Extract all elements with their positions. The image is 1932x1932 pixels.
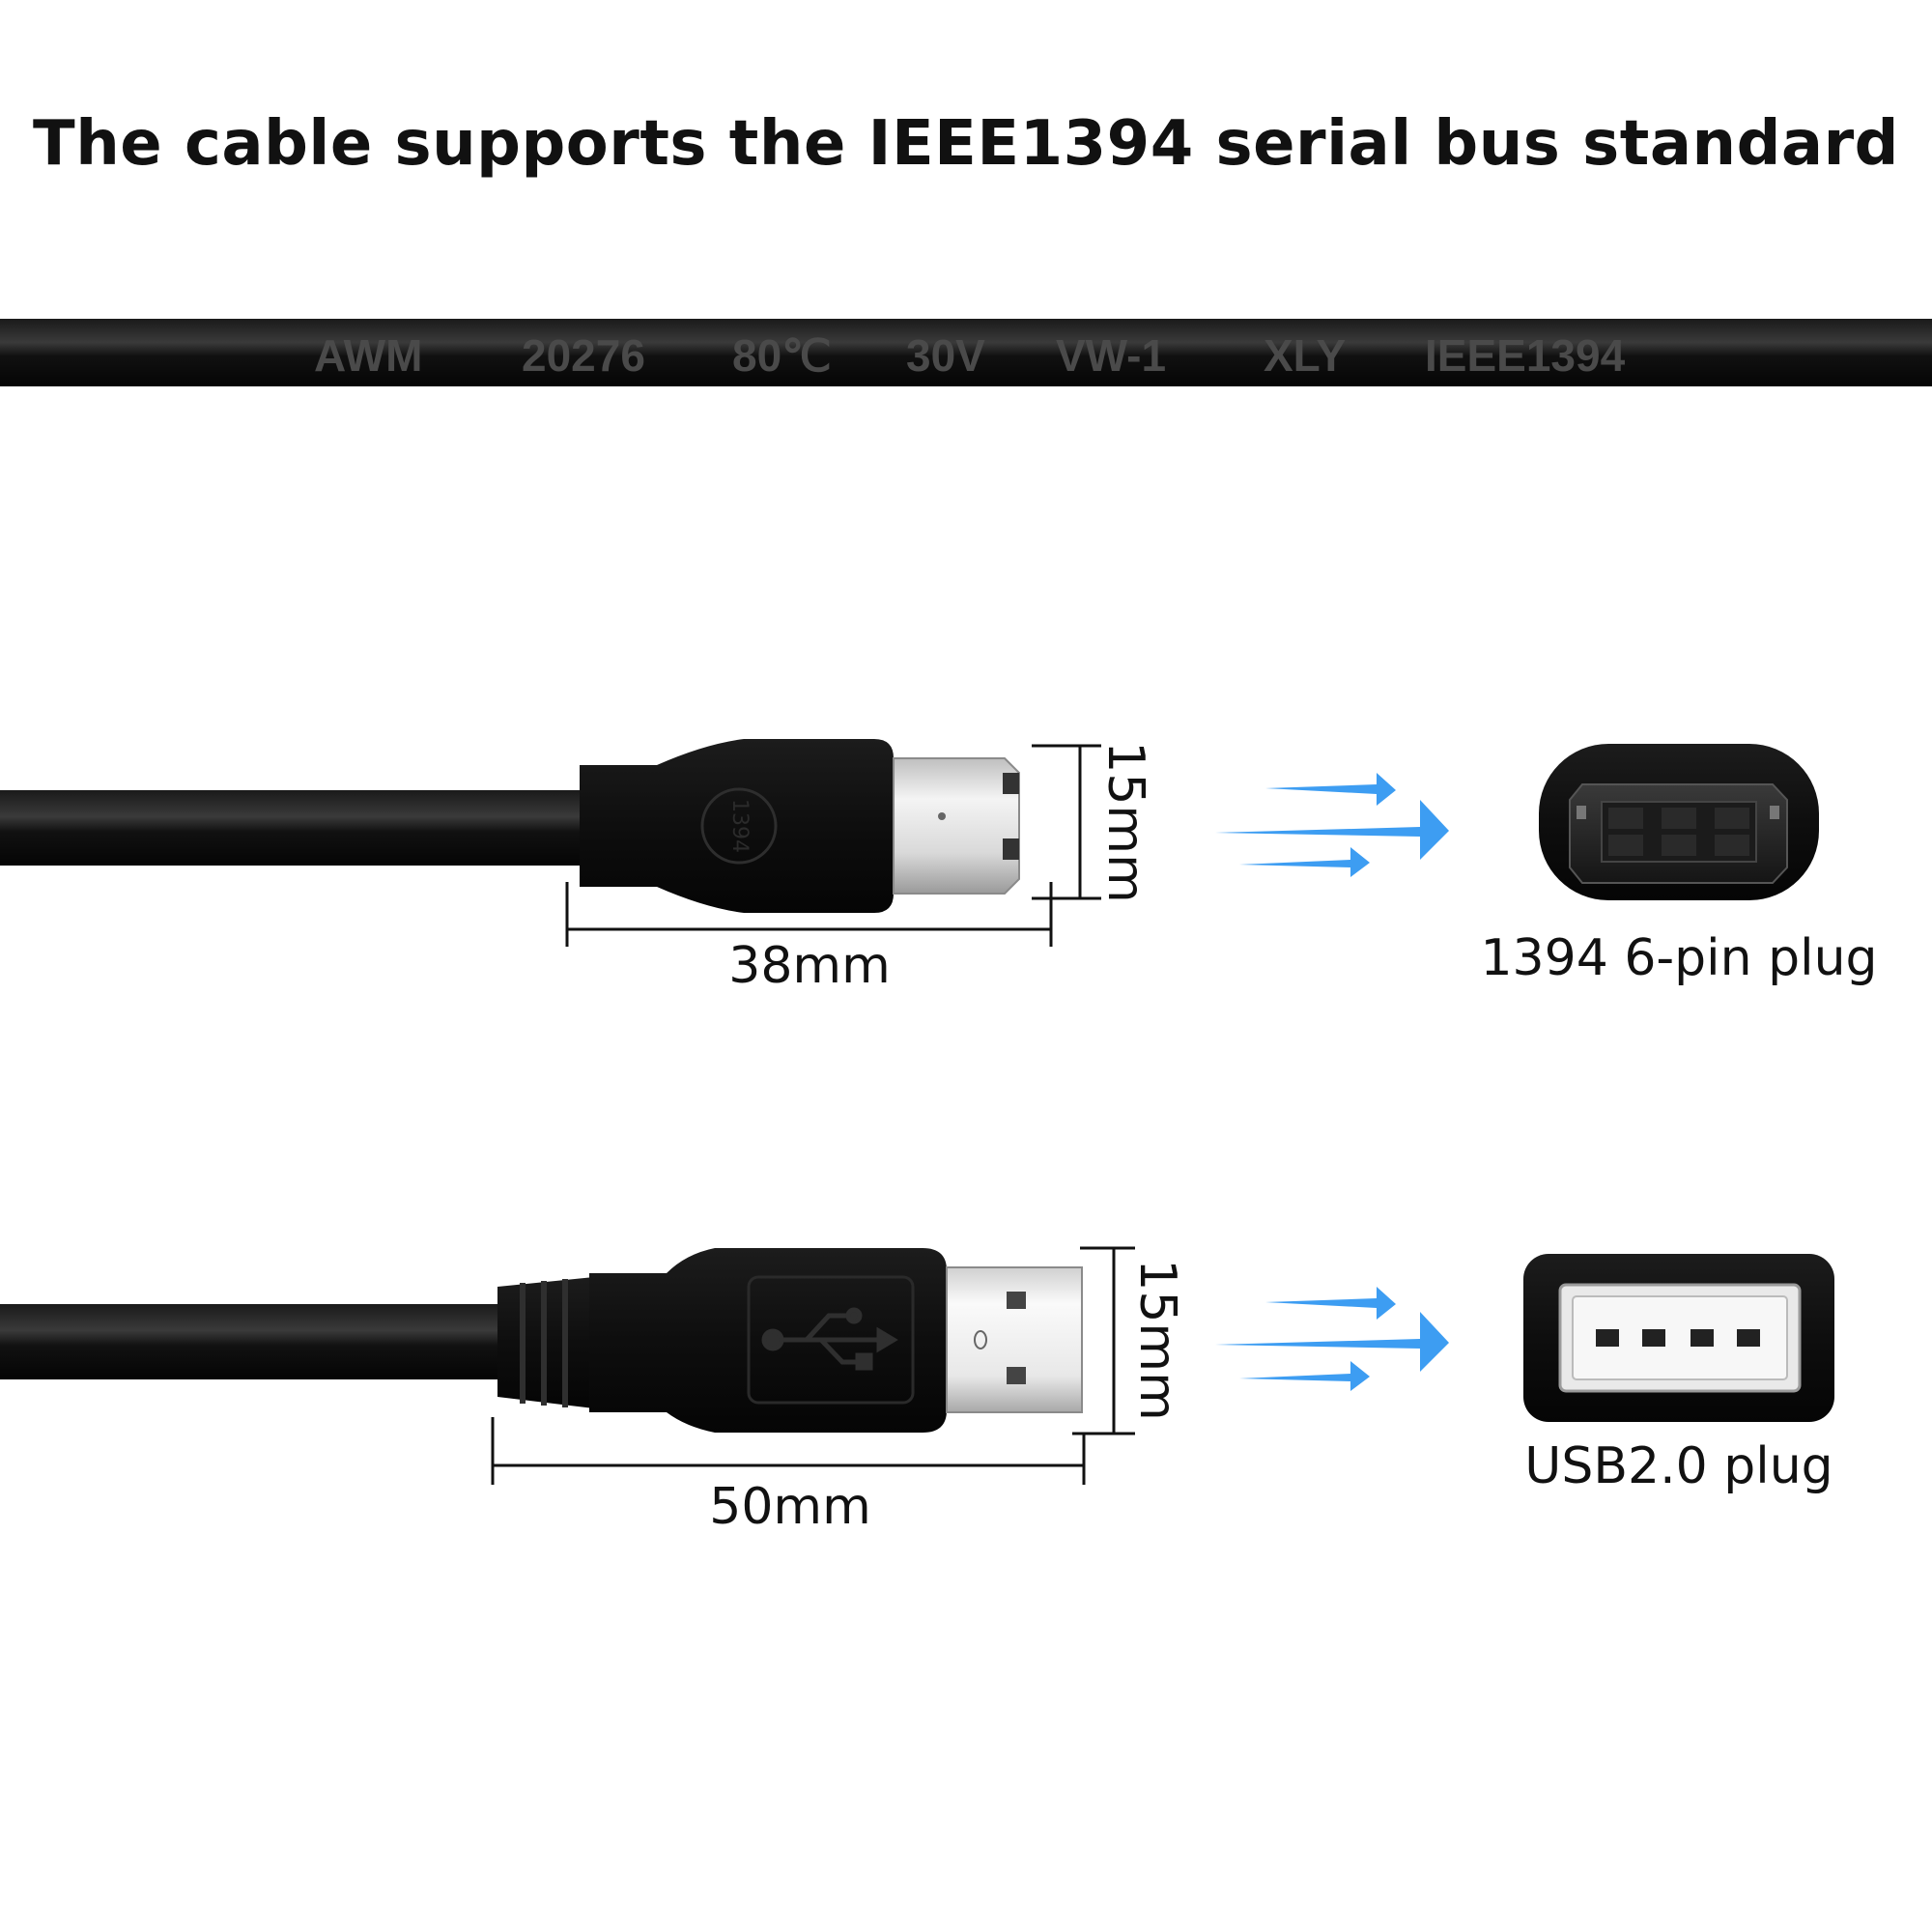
cable-marking-20276: 20276 [522, 330, 645, 381]
usb-cable [0, 1304, 512, 1379]
firewire-width-label: 38mm [728, 937, 890, 995]
firewire-plug-label: 1394 6-pin plug [1480, 929, 1877, 987]
firewire-metal-tip [893, 757, 1020, 895]
usb-arrow-group [1215, 1287, 1449, 1391]
usb-logo-icon [761, 1307, 898, 1371]
cable-strip: AWM 20276 80℃ 30V VW-1 XLY IEEE1394 [0, 319, 1932, 386]
arrow-icon [1239, 847, 1370, 877]
firewire-dimensions [565, 744, 1101, 947]
page-title: The cable supports the IEEE1394 serial b… [33, 108, 1899, 180]
usb-connector [0, 1248, 1083, 1433]
cable-marking-vw1: VW-1 [1056, 330, 1166, 381]
firewire-height-label: 15mm [1096, 741, 1154, 902]
firewire-latch-top [1003, 773, 1019, 794]
usb-dimensions [491, 1246, 1135, 1485]
usb-plug-label: USB2.0 plug [1524, 1437, 1833, 1495]
usb-metal-tip [946, 1266, 1083, 1413]
firewire-emboss-circle [700, 787, 778, 865]
arrow-icon [1239, 1361, 1370, 1391]
firewire-body [782, 739, 894, 913]
firewire-cable [0, 790, 589, 866]
usb-height-label: 15mm [1128, 1259, 1186, 1420]
cable-marking-xly: XLY [1264, 330, 1346, 381]
usb-plug-face [1523, 1254, 1834, 1422]
cable-marking-voltage: 30V [906, 330, 985, 381]
usb-width-label: 50mm [709, 1478, 870, 1536]
firewire-latch-bottom [1003, 838, 1019, 860]
firewire-connector: 1394 [0, 739, 1020, 913]
arrow-icon [1215, 1312, 1449, 1372]
arrow-icon [1265, 1287, 1396, 1320]
firewire-arrow-group [1215, 773, 1449, 877]
arrow-icon [1215, 800, 1449, 860]
cable-marking-ieee1394: IEEE1394 [1425, 330, 1626, 381]
firewire-dimple [938, 812, 946, 820]
firewire-plug-face [1539, 744, 1819, 900]
cable-marking-awm: AWM [314, 330, 422, 381]
cable-marking-temperature: 80℃ [732, 330, 832, 381]
firewire-strain-relief [580, 739, 792, 913]
firewire-emboss-text: 1394 [727, 799, 752, 853]
usb-emboss-frame [747, 1275, 915, 1405]
arrow-icon [1265, 773, 1396, 806]
